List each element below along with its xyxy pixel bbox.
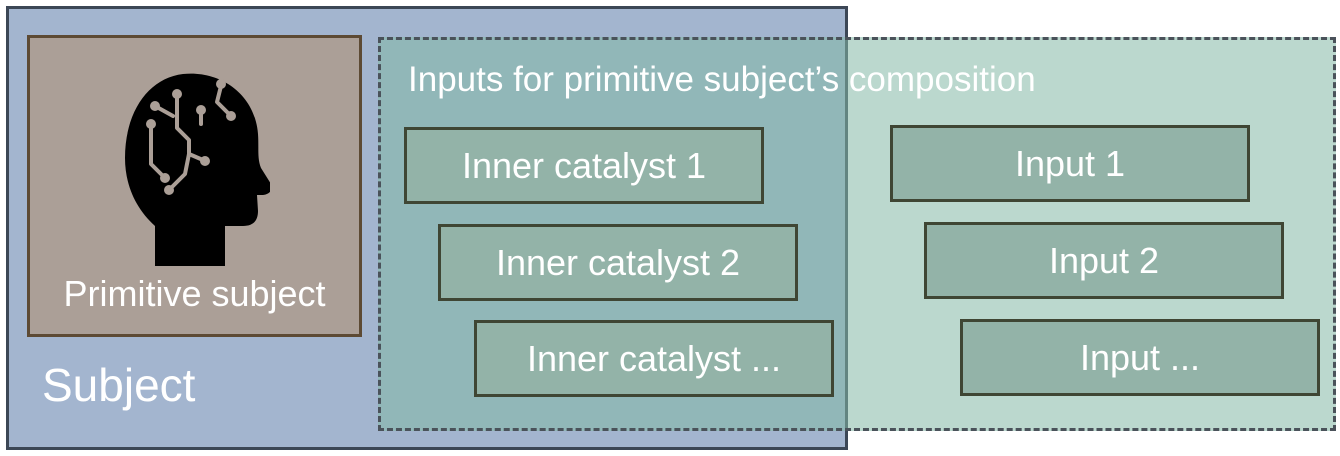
head-with-circuit-brain-icon [125,73,270,266]
primitive-subject-label: Primitive subject [63,273,326,314]
inner-catalyst-box: Inner catalyst 2 [438,224,798,301]
inner-catalyst-box: Inner catalyst 1 [404,127,764,204]
subject-label: Subject [42,359,196,411]
input-box: Input 2 [924,222,1284,299]
primitive-subject-box: Primitive subject [27,35,362,337]
composition-title: Inputs for primitive subject’s compositi… [408,60,1036,99]
input-box: Input ... [960,319,1320,396]
inner-catalyst-box: Inner catalyst ... [474,320,834,397]
input-box: Input 1 [890,125,1250,202]
